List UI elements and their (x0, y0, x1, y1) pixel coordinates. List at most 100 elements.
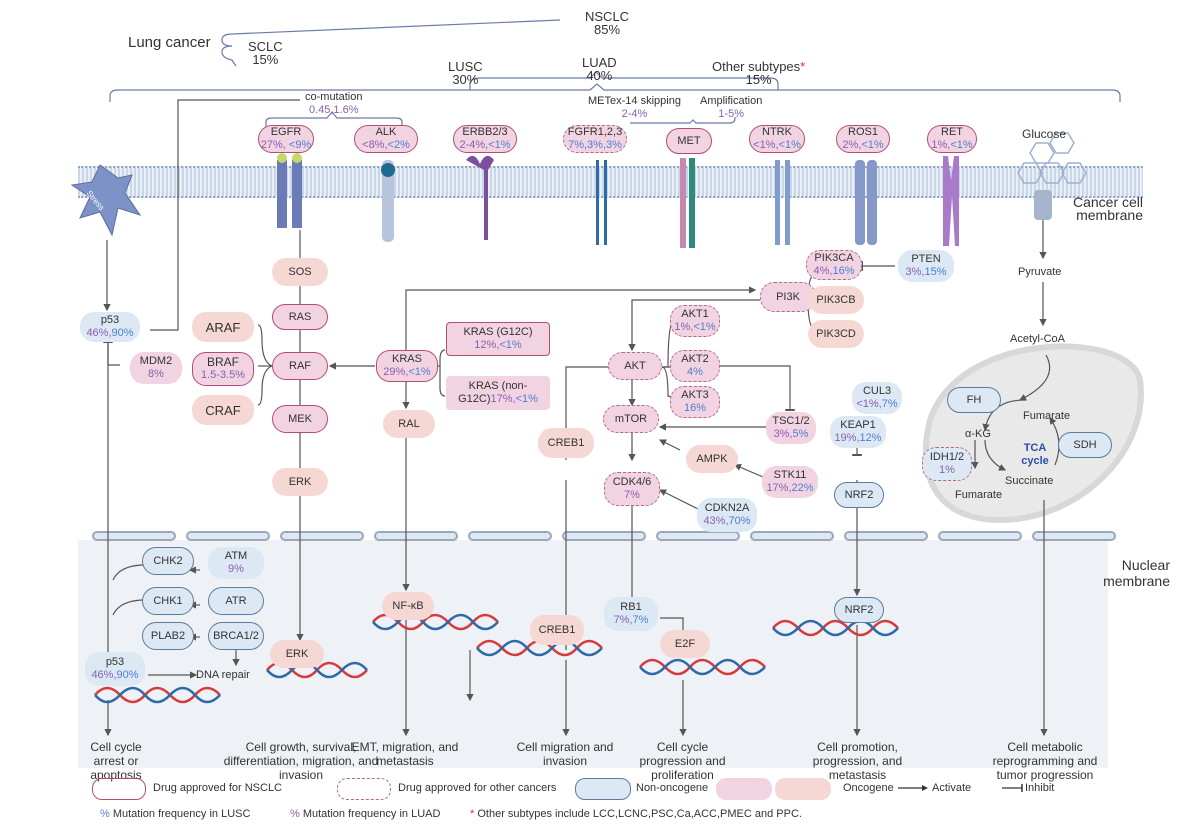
nuclear-pore (562, 531, 646, 541)
node-chk1[interactable]: CHK1 (142, 587, 194, 615)
legend-other-cancers: Drug approved for other cancers (398, 782, 557, 794)
node-plab2[interactable]: PLAB2 (142, 622, 194, 650)
node-creb1-nuclear[interactable]: CREB1 (530, 615, 584, 645)
receptor-met[interactable]: MET (666, 128, 712, 154)
activate-arrow-icon (898, 785, 928, 791)
node-sdh[interactable]: SDH (1058, 432, 1112, 458)
legend-swatch-other (337, 778, 391, 800)
nuclear-pore (750, 531, 834, 541)
nuclear-pore (1032, 531, 1116, 541)
node-cul3[interactable]: CUL3<1%,7% (852, 382, 902, 414)
glucose-label: Glucose (1022, 127, 1067, 141)
node-kras-non-g12c[interactable]: KRAS (non-G12C)17%,<1% (446, 376, 550, 410)
node-araf[interactable]: ARAF (192, 312, 254, 342)
node-e2f[interactable]: E2F (660, 630, 710, 658)
acetyl-coa-label: Acetyl-CoA (1010, 333, 1066, 345)
outcome-cell-growth: Cell growth, survival, differentiation, … (223, 740, 379, 782)
node-pi3k[interactable]: PI3K (760, 282, 816, 312)
node-brca1-2[interactable]: BRCA1/2 (208, 622, 264, 650)
nuclear-pore (374, 531, 458, 541)
node-erk[interactable]: ERK (272, 468, 328, 496)
fumarate-label: Fumarate (1023, 410, 1071, 422)
legend-lusc: % Mutation frequency in LUSC (100, 808, 251, 820)
receptor-ntrk[interactable]: NTRK<1%,<1% (749, 125, 805, 153)
node-ral[interactable]: RAL (383, 410, 435, 438)
node-pik3cb[interactable]: PIK3CB (808, 286, 864, 314)
outcome-cell-cycle-progression: Cell cycle progression and proliferation (639, 740, 726, 782)
node-ras[interactable]: RAS (272, 304, 328, 330)
node-fh[interactable]: FH (947, 387, 1001, 413)
fumarate-label-2: Fumarate (955, 489, 1003, 501)
node-erk-nuclear[interactable]: ERK (270, 640, 324, 668)
nuclear-pore (844, 531, 928, 541)
outcome-emt: EMT, migration, and metastasis (351, 740, 459, 768)
cell-membrane-label: Cancer cell membrane (1072, 194, 1143, 223)
node-pik3cd[interactable]: PIK3CD (808, 320, 864, 348)
nuclear-pore (938, 531, 1022, 541)
outcome-metabolic-reprogramming: Cell metabolic reprogramming and tumor p… (992, 740, 1098, 782)
node-akt[interactable]: AKT (608, 352, 662, 380)
nuclear-pore (92, 531, 176, 541)
node-chk2[interactable]: CHK2 (142, 547, 194, 575)
succinate-label: Succinate (1005, 475, 1054, 487)
node-craf[interactable]: CRAF (192, 395, 254, 425)
other-subtypes-label: Other subtypes*15% (712, 59, 806, 87)
outcome-cell-migration: Cell migration and invasion (516, 740, 614, 768)
legend-oncogene: Oncogene (843, 782, 894, 794)
node-atr[interactable]: ATR (208, 587, 264, 615)
legend-swatch-onc-peach (775, 778, 831, 800)
pyruvate-label: Pyruvate (1018, 266, 1062, 278)
legend-other-note: * Other subtypes include LCC,LCNC,PSC,Ca… (470, 808, 802, 820)
nuclear-membrane-label: Nuclear membrane (1103, 557, 1170, 589)
lung-cancer-label: Lung cancer (128, 34, 211, 51)
node-kras-g12c[interactable]: KRAS (G12C)12%,<1% (446, 322, 550, 356)
node-creb1[interactable]: CREB1 (538, 428, 594, 458)
nuclear-pore (468, 531, 552, 541)
node-sos[interactable]: SOS (272, 258, 328, 286)
node-mtor[interactable]: mTOR (603, 405, 659, 433)
legend-nsclc: Drug approved for NSCLC (153, 782, 283, 794)
node-nrf2-nuclear[interactable]: NRF2 (834, 597, 884, 623)
legend-swatch-nonon (575, 778, 631, 800)
legend-non-oncogene: Non-oncogene (636, 782, 709, 794)
node-nfkb[interactable]: NF-κB (382, 592, 434, 620)
cell-membrane (78, 166, 1143, 198)
receptor-alk[interactable]: ALK<8%,<2% (354, 125, 418, 153)
legend-swatch-onc-pink (716, 778, 772, 800)
outcome-cell-promotion: Cell promotion, progression, and metasta… (812, 740, 903, 782)
akg-label: α-KG (965, 428, 991, 440)
nuclear-pore (186, 531, 270, 541)
node-raf[interactable]: RAF (272, 352, 328, 380)
node-ampk[interactable]: AMPK (686, 445, 738, 473)
node-mek[interactable]: MEK (272, 405, 328, 433)
legend-swatch-nsclc (92, 778, 146, 800)
dna-repair-label: DNA repair (196, 669, 250, 681)
node-nrf2[interactable]: NRF2 (834, 482, 884, 508)
